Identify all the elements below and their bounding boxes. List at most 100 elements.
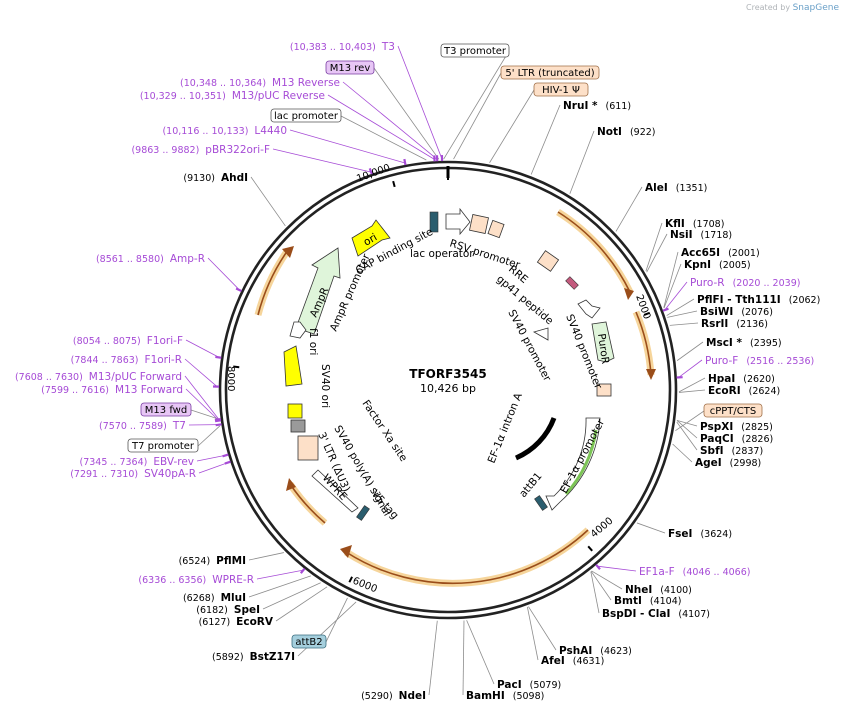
enzyme-pflmi-pos: (6524)	[179, 556, 211, 567]
enzyme-bsiwi-label: BsiWI(2076)	[700, 306, 773, 318]
enzyme-sbfi-label: SbfI(2837)	[700, 445, 763, 457]
primer-pbr322ori-f-label: (9863 .. 9882)pBR322ori-F	[131, 144, 270, 156]
primer-f1ori-f-leader	[185, 339, 220, 358]
enzyme-msci-leader	[676, 341, 704, 361]
primer-m13-forward-label: (7599 .. 7616)M13 Forward	[41, 384, 183, 396]
label-lac-operator: lac operator	[410, 248, 474, 260]
enzyme-afei-label: AfeI(4631)	[541, 655, 604, 667]
enzyme-kfli-label: KflI (1708)	[665, 218, 724, 230]
orf-arc-1-head	[624, 288, 634, 300]
sv40-ori-box	[287, 403, 303, 419]
primer-f1ori-r-leader	[184, 358, 218, 387]
enzyme-kfli-name: KflI	[665, 218, 685, 230]
primer-puro-f-name: Puro-F	[705, 355, 738, 367]
enzyme-acc65i-pos: (2001)	[728, 248, 760, 259]
enzyme-rsrii-label: RsrII(2136)	[701, 318, 768, 330]
enzyme-fsei-label: FseI (3624)	[668, 528, 732, 540]
enzyme-bstz17i-label: (5892)BstZ17I	[212, 651, 295, 663]
plasmid-name: TFORF3545	[409, 367, 486, 381]
primer-t3-label: (10,383 .. 10,403)T3	[290, 41, 395, 53]
enzyme-fsei-pos: (3624)	[700, 529, 732, 540]
enzyme-spei-leader	[262, 582, 321, 610]
tick-label-4000: 4000	[589, 516, 616, 541]
enzyme-nrui-label: NruI *(611)	[563, 100, 631, 112]
sv40-promoter-arrow-1	[577, 299, 601, 319]
primer-puro-f-label: Puro-F(2516 .. 2536)	[705, 355, 814, 367]
box-m13-fwd	[140, 402, 192, 417]
enzyme-ahdi-label: (9130)AhdI	[183, 172, 248, 184]
enzyme-nhei-name: NheI	[625, 584, 652, 596]
enzyme-paqci-label: PaqCI(2826)	[700, 433, 773, 445]
enzyme-nsii-name: NsiI	[670, 229, 693, 241]
enzyme-alei-leader	[615, 186, 643, 232]
primer-f1ori-f-label: (8054 .. 8075)F1ori-F	[73, 335, 183, 347]
primer-sv40pa-r-label: (7291 .. 7310)SV40pA-R	[70, 468, 196, 480]
outer-orf-arcs	[254, 209, 656, 587]
box-attb2-leader	[325, 597, 348, 643]
enzyme-ecori-name: EcoRI	[708, 385, 741, 397]
enzyme-sbfi-name: SbfI	[700, 445, 724, 457]
enzyme-ecorv-label: (6127)EcoRV	[199, 616, 274, 628]
enzyme-noti-name: NotI	[597, 126, 622, 138]
wpre-shape	[311, 469, 359, 513]
orf-arc-3-head	[340, 545, 352, 558]
snapgene-credit: Created by SnapGene	[746, 3, 839, 13]
primer-amp-r-pos: (8561 .. 8580)	[96, 254, 164, 265]
outer-labels: NruI *(611)NotI(922)AleI(1351)KflI(1708)…	[15, 41, 820, 702]
box-hiv-1-text: HIV-1 Ψ	[542, 85, 580, 96]
primer-m13-forward-pos: (7599 .. 7616)	[41, 385, 109, 396]
primer-pbr322ori-f-mark	[368, 168, 373, 175]
enzyme-alei-pos: (1351)	[676, 183, 708, 194]
enzyme-pshai-name: PshAI	[559, 645, 592, 657]
enzyme-hpai-pos: (2620)	[743, 374, 775, 385]
enzyme-bsiwi-name: BsiWI	[700, 306, 733, 318]
label-ef1a-promoter: EF-1α promoter	[558, 417, 607, 496]
enzyme-kfli-pos: (1708)	[693, 219, 725, 230]
enzyme-paci-label: PacI(5079)	[497, 679, 561, 691]
enzyme-rsrii-name: RsrII	[701, 318, 728, 330]
enzyme-acc65i-leader	[663, 251, 679, 308]
primer-f1ori-r-name: F1ori-R	[145, 354, 182, 366]
box-lac-promoter	[270, 108, 342, 123]
primer-ef1a-f-pos: (4046 .. 4066)	[683, 567, 751, 578]
primer-m13-puc-reverse-pos: (10,329 .. 10,351)	[140, 91, 226, 102]
enzyme-pspxi-leader	[676, 419, 698, 427]
primer-wpre-r-name: WPRE-R	[212, 574, 254, 586]
box-m13-fwd-leader	[190, 409, 219, 420]
enzyme-afei-name: AfeI	[541, 655, 565, 667]
enzyme-mlui-leader	[248, 575, 311, 598]
enzyme-nrui-leader	[530, 104, 561, 175]
enzyme-bsiwi-leader	[667, 310, 698, 318]
primer-puro-r-leader	[664, 281, 688, 311]
enzyme-kpni-pos: (2005)	[719, 260, 751, 271]
box-t3-promoter	[440, 43, 510, 58]
enzyme-bmti-label: BmtI(4104)	[614, 595, 681, 607]
primer-sv40pa-r-name: SV40pA-R	[144, 468, 196, 480]
enzyme-pflmi-leader	[248, 552, 284, 561]
primer-wpre-r-leader	[256, 569, 304, 580]
enzyme-fsei-leader	[636, 522, 666, 534]
primer-puro-r-label: Puro-R(2020 .. 2039)	[690, 277, 800, 289]
box-t3-promoter-leader	[443, 50, 510, 160]
tick-marks	[233, 166, 651, 583]
primer-t7-name: T7	[172, 420, 186, 432]
inner-feature-shapes	[283, 207, 615, 521]
primer-ef1a-f-name: EF1a-F	[639, 566, 675, 578]
primer-puro-r-pos: (2020 .. 2039)	[733, 278, 801, 289]
ef1a-promoter-highlight	[564, 429, 598, 496]
box-5-ltr-truncated-leader	[453, 72, 502, 160]
attb1-box	[534, 495, 548, 511]
box-m13-rev-text: M13 rev	[330, 63, 371, 74]
primer-l4440-pos: (10,116 .. 10,133)	[162, 126, 248, 137]
primer-puro-f-leader	[678, 359, 703, 378]
enzyme-spei-pos: (6182)	[196, 605, 228, 616]
enzyme-mlui-name: MluI	[221, 592, 246, 604]
plasmid-size: 10,426 bp	[420, 382, 476, 395]
enzyme-fsei-name: FseI	[668, 528, 692, 540]
enzyme-ndei-pos: (5290)	[361, 691, 393, 702]
enzyme-paqci-pos: (2826)	[742, 434, 774, 445]
enzyme-pshai-leader	[528, 606, 557, 651]
box-lac-promoter-leader	[340, 115, 427, 161]
primer-puro-r-mark	[662, 307, 669, 312]
tick-4000	[587, 545, 593, 552]
